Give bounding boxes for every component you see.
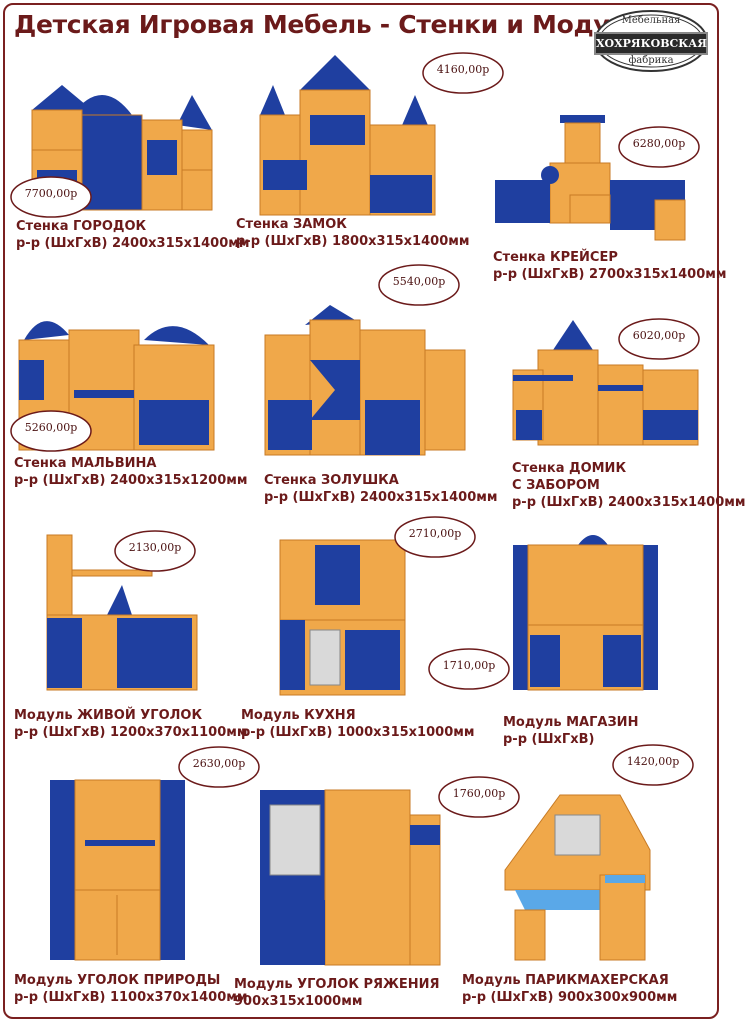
product-caption: Стенка МАЛЬВИНА р-р (ШхГхВ) 2400х315х120… <box>14 455 248 489</box>
price-value: 7700,00р <box>24 187 78 200</box>
product-name: Модуль КУХНЯ <box>241 708 356 723</box>
product-name: Стенка ГОРОДОК <box>16 219 147 234</box>
product-size: р-р (ШхГхВ) <box>503 732 595 747</box>
product-size: 900х315х1000мм <box>234 994 363 1009</box>
price-cloud: 6020,00р <box>616 316 702 362</box>
price-cloud: 1710,00р <box>426 646 512 692</box>
product-caption: Стенка ЗАМОК р-р (ШхГхВ) 1800х315х1400мм <box>236 216 470 250</box>
price-value: 1420,00р <box>626 755 680 768</box>
product-name: Модуль УГОЛОК ПРИРОДЫ <box>14 973 221 988</box>
furniture-domik-image <box>512 320 699 446</box>
product-size: р-р (ШхГхВ) 2400х315х1400мм <box>264 490 498 505</box>
price-cloud: 4160,00р <box>420 50 506 96</box>
product-caption: Модуль УГОЛОК РЯЖЕНИЯ 900х315х1000мм <box>234 976 440 1010</box>
price-cloud: 2630,00р <box>176 744 262 790</box>
product-size: р-р (ШхГхВ) 2400х315х1400мм <box>512 495 746 510</box>
product-caption: Модуль ЖИВОЙ УГОЛОК р-р (ШхГхВ) 1200х370… <box>14 707 248 741</box>
product-size: р-р (ШхГхВ) 1000х315х1000мм <box>241 725 475 740</box>
price-value: 6280,00р <box>632 137 686 150</box>
product-caption: Модуль КУХНЯ р-р (ШхГхВ) 1000х315х1000мм <box>241 707 475 741</box>
product-name: Модуль УГОЛОК РЯЖЕНИЯ <box>234 977 440 992</box>
price-value: 5260,00р <box>24 421 78 434</box>
product-domik[interactable] <box>508 315 708 455</box>
product-size: р-р (ШхГхВ) 2700х315х1400мм <box>493 267 727 282</box>
furniture-magazin-image <box>513 535 658 691</box>
price-cloud: 7700,00р <box>8 174 94 220</box>
product-caption: Модуль МАГАЗИН р-р (ШхГхВ) <box>503 714 638 748</box>
product-caption: Стенка ЗОЛУШКА р-р (ШхГхВ) 2400х315х1400… <box>264 472 498 506</box>
price-cloud: 2130,00р <box>112 528 198 574</box>
product-kreyser[interactable] <box>490 110 700 250</box>
page-title: Детская Игровая Мебель - Стенки и Модули <box>14 10 645 39</box>
product-zhivoy-ugolok[interactable] <box>42 530 202 700</box>
product-size: р-р (ШхГхВ) 2400х315х1200мм <box>14 473 248 488</box>
product-size: р-р (ШхГхВ) 900х300х900мм <box>462 990 678 1005</box>
price-value: 4160,00р <box>436 63 490 76</box>
product-kukhnya[interactable] <box>275 535 410 705</box>
product-name: Стенка ЗАМОК <box>236 217 347 232</box>
product-name: Стенка МАЛЬВИНА <box>14 456 157 471</box>
price-value: 6020,00р <box>632 329 686 342</box>
price-cloud: 1760,00р <box>436 774 522 820</box>
price-value: 1710,00р <box>442 659 496 672</box>
product-name: Модуль ПАРИКМАХЕРСКАЯ <box>462 973 669 988</box>
product-magazin[interactable] <box>508 525 668 695</box>
product-name: Модуль ЖИВОЙ УГОЛОК <box>14 708 203 723</box>
product-caption: Стенка КРЕЙСЕР р-р (ШхГхВ) 2700х315х1400… <box>493 249 727 283</box>
price-value: 5540,00р <box>392 275 446 288</box>
product-name: Стенка ДОМИК <box>512 461 627 476</box>
logo-line-1: Мебельная <box>621 15 681 26</box>
product-size: р-р (ШхГхВ) 1200х370х1100мм <box>14 725 248 740</box>
product-name: Модуль МАГАЗИН <box>503 715 639 730</box>
price-value: 2710,00р <box>408 527 462 540</box>
price-cloud: 5260,00р <box>8 408 94 454</box>
furniture-kreyser-image <box>495 115 686 241</box>
product-name: Стенка ЗОЛУШКА <box>264 473 399 488</box>
furniture-kukhnya-image <box>279 539 406 696</box>
price-value: 2630,00р <box>192 757 246 770</box>
product-zamok[interactable] <box>255 50 445 218</box>
product-caption: Стенка ДОМИК С ЗАБОРОМ р-р (ШхГхВ) 2400х… <box>512 460 746 511</box>
page-frame <box>3 3 719 1019</box>
product-name-line-2: С ЗАБОРОМ <box>512 478 600 493</box>
product-name: Стенка КРЕЙСЕР <box>493 250 618 265</box>
furniture-ugolok-prirody-image <box>50 779 185 961</box>
product-ugolok-prirody[interactable] <box>45 775 195 970</box>
furniture-zhivoy-ugolok-image <box>46 534 198 691</box>
product-size: р-р (ШхГхВ) 1800х315х1400мм <box>236 234 470 249</box>
product-caption: Стенка ГОРОДОК р-р (ШхГхВ) 2400х315х1400… <box>16 218 250 252</box>
price-cloud: 5540,00р <box>376 262 462 308</box>
furniture-zolushka-image <box>264 305 466 456</box>
price-cloud: 1420,00р <box>610 742 696 788</box>
logo-line-3: фабрика <box>628 55 674 66</box>
furniture-ugolok-ryazheniya-image <box>260 789 441 966</box>
logo-line-2: ХОХРЯКОВСКАЯ <box>594 32 708 55</box>
price-cloud: 6280,00р <box>616 124 702 170</box>
furniture-parikmakherskaya-image <box>504 794 651 961</box>
price-value: 1760,00р <box>452 787 506 800</box>
product-caption: Модуль ПАРИКМАХЕРСКАЯ р-р (ШхГхВ) 900х30… <box>462 972 677 1006</box>
product-parikmakherskaya[interactable] <box>500 790 660 970</box>
price-value: 2130,00р <box>128 541 182 554</box>
product-size: р-р (ШхГхВ) 2400х315х1400мм <box>16 236 250 251</box>
furniture-zamok-image <box>259 55 436 216</box>
product-size: р-р (ШхГхВ) 1100х370х1400мм <box>14 990 248 1005</box>
product-ugolok-ryazheniya[interactable] <box>255 785 445 975</box>
price-cloud: 2710,00р <box>392 514 478 560</box>
product-caption: Модуль УГОЛОК ПРИРОДЫ р-р (ШхГхВ) 1100х3… <box>14 972 248 1006</box>
factory-logo: Мебельная ХОХРЯКОВСКАЯ фабрика <box>592 8 710 74</box>
product-zolushka[interactable] <box>260 300 470 465</box>
